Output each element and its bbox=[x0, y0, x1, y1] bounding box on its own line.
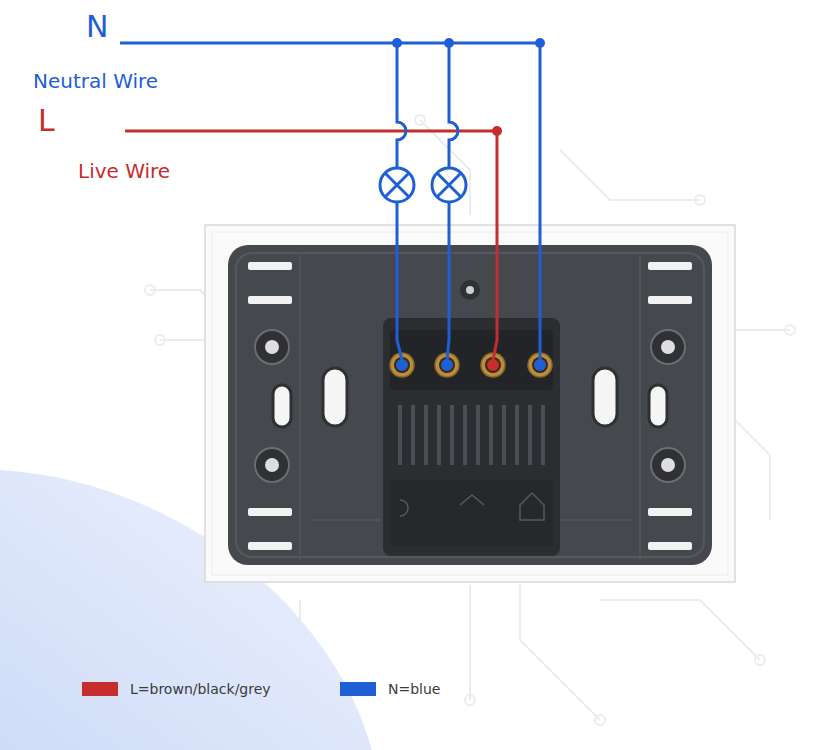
lamp-feed bbox=[449, 43, 458, 168]
wire-name: Neutral Wire bbox=[33, 70, 158, 92]
neutral-wire bbox=[120, 42, 540, 45]
lamp-feed bbox=[397, 43, 406, 168]
wire-letter: L bbox=[38, 104, 55, 137]
wire-letter: N bbox=[86, 10, 108, 43]
neutral-drop bbox=[539, 43, 542, 360]
back-frame bbox=[228, 245, 712, 565]
plate-bevel bbox=[212, 232, 728, 575]
wall-plate bbox=[205, 225, 735, 582]
lamp-return bbox=[397, 202, 402, 360]
switch-module bbox=[383, 318, 560, 556]
legend-swatch bbox=[82, 682, 118, 696]
live-drop bbox=[493, 131, 497, 360]
frame-details bbox=[248, 255, 692, 560]
wire-name: Live Wire bbox=[78, 160, 170, 182]
legend-text: N=blue bbox=[388, 681, 440, 697]
wiring bbox=[120, 43, 540, 360]
legend-text: L=brown/black/grey bbox=[130, 681, 271, 697]
legend-item: N=blue bbox=[340, 681, 440, 697]
junction-dots bbox=[392, 38, 545, 136]
lamp-symbols bbox=[380, 168, 466, 202]
legend-swatch bbox=[340, 682, 376, 696]
frame-rim bbox=[236, 253, 704, 557]
live-wire bbox=[125, 130, 497, 133]
lamp-return bbox=[447, 202, 449, 360]
legend-item: L=brown/black/grey bbox=[82, 681, 271, 697]
terminal-wire-ends bbox=[396, 359, 546, 371]
